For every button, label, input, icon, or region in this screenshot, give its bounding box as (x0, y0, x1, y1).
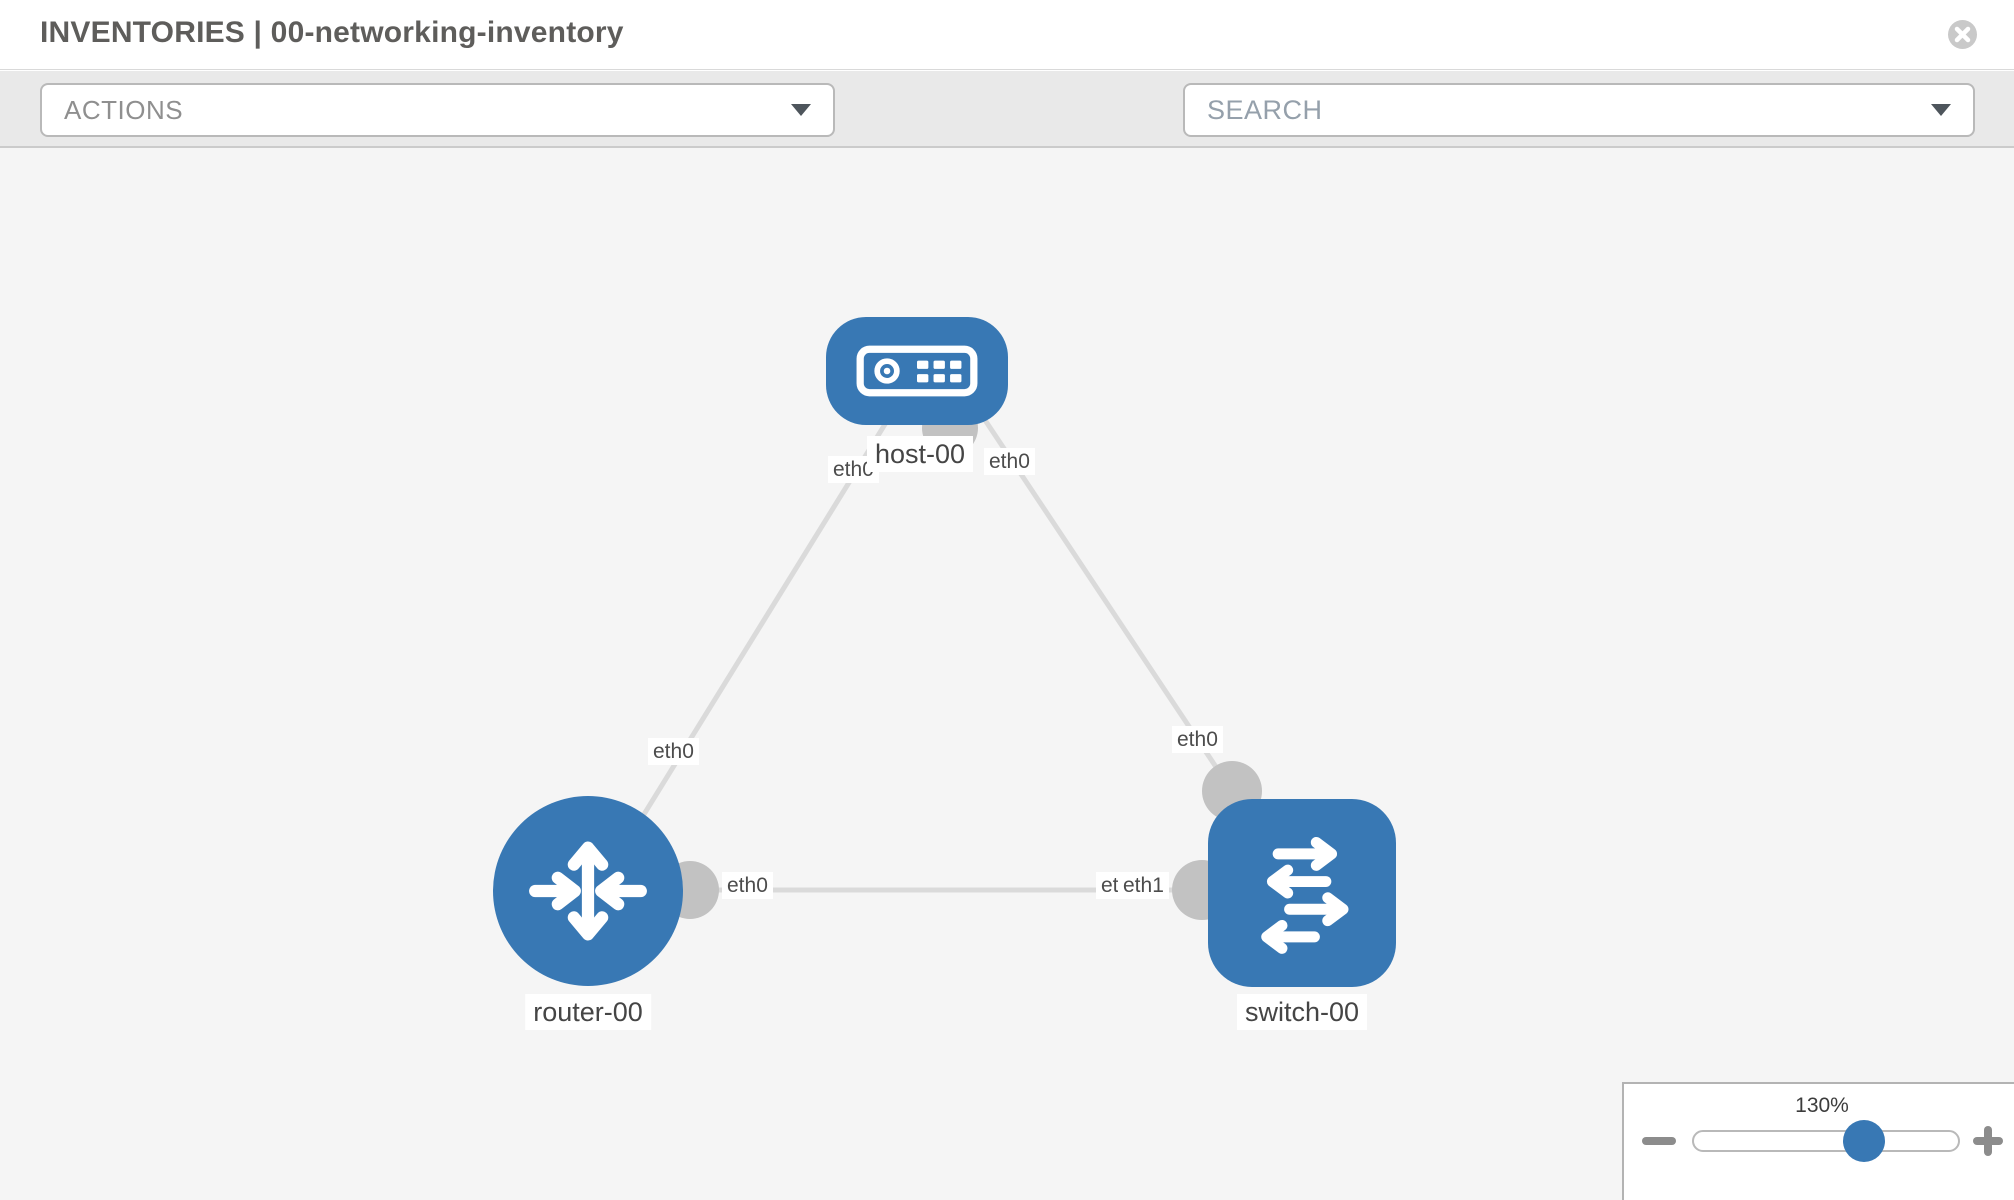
search-dropdown[interactable]: SEARCH (1183, 83, 1975, 137)
zoom-panel: 130% (1622, 1082, 2014, 1200)
interface-label: eth0 (722, 872, 773, 900)
zoom-slider-track[interactable] (1692, 1130, 1960, 1152)
header: INVENTORIES | 00-networking-inventory (0, 0, 2014, 70)
search-placeholder: SEARCH (1207, 94, 1323, 125)
node-router-00[interactable] (493, 796, 683, 986)
toolbar: ACTIONS SEARCH (0, 71, 2014, 203)
zoom-out-button[interactable] (1642, 1137, 1676, 1145)
interface-label: eth0 (1172, 726, 1223, 754)
interface-label: eth0 (984, 448, 1035, 476)
interface-label: eth1 (1118, 872, 1169, 900)
chevron-down-icon (791, 104, 811, 116)
node-switch-00[interactable] (1208, 799, 1396, 987)
page-title: INVENTORIES | 00-networking-inventory (40, 16, 624, 49)
actions-dropdown[interactable]: ACTIONS (40, 83, 835, 137)
topology-canvas[interactable]: eth0 host-00 eth0 eth0 eth0 eth0 eth1 et… (0, 148, 2014, 1200)
switch-icon (1261, 836, 1349, 954)
zoom-in-button[interactable] (1973, 1126, 2003, 1156)
actions-dropdown-label: ACTIONS (64, 94, 184, 125)
interface-label: eth0 (648, 738, 699, 766)
router-icon (529, 841, 647, 941)
node-host-00[interactable] (826, 317, 1008, 425)
zoom-level-label: 130% (1795, 1094, 1849, 1117)
node-label-switch-00: switch-00 (1236, 994, 1368, 1031)
close-icon (1954, 26, 1971, 43)
node-label-router-00: router-00 (525, 994, 651, 1031)
close-button[interactable] (1948, 20, 1977, 49)
chevron-down-icon (1931, 104, 1951, 116)
topology-links (622, 398, 1260, 893)
zoom-slider-thumb[interactable] (1843, 1120, 1885, 1162)
host-icon (856, 345, 978, 397)
node-label-host-00: host-00 (866, 436, 974, 473)
interface-dots (661, 400, 1262, 920)
